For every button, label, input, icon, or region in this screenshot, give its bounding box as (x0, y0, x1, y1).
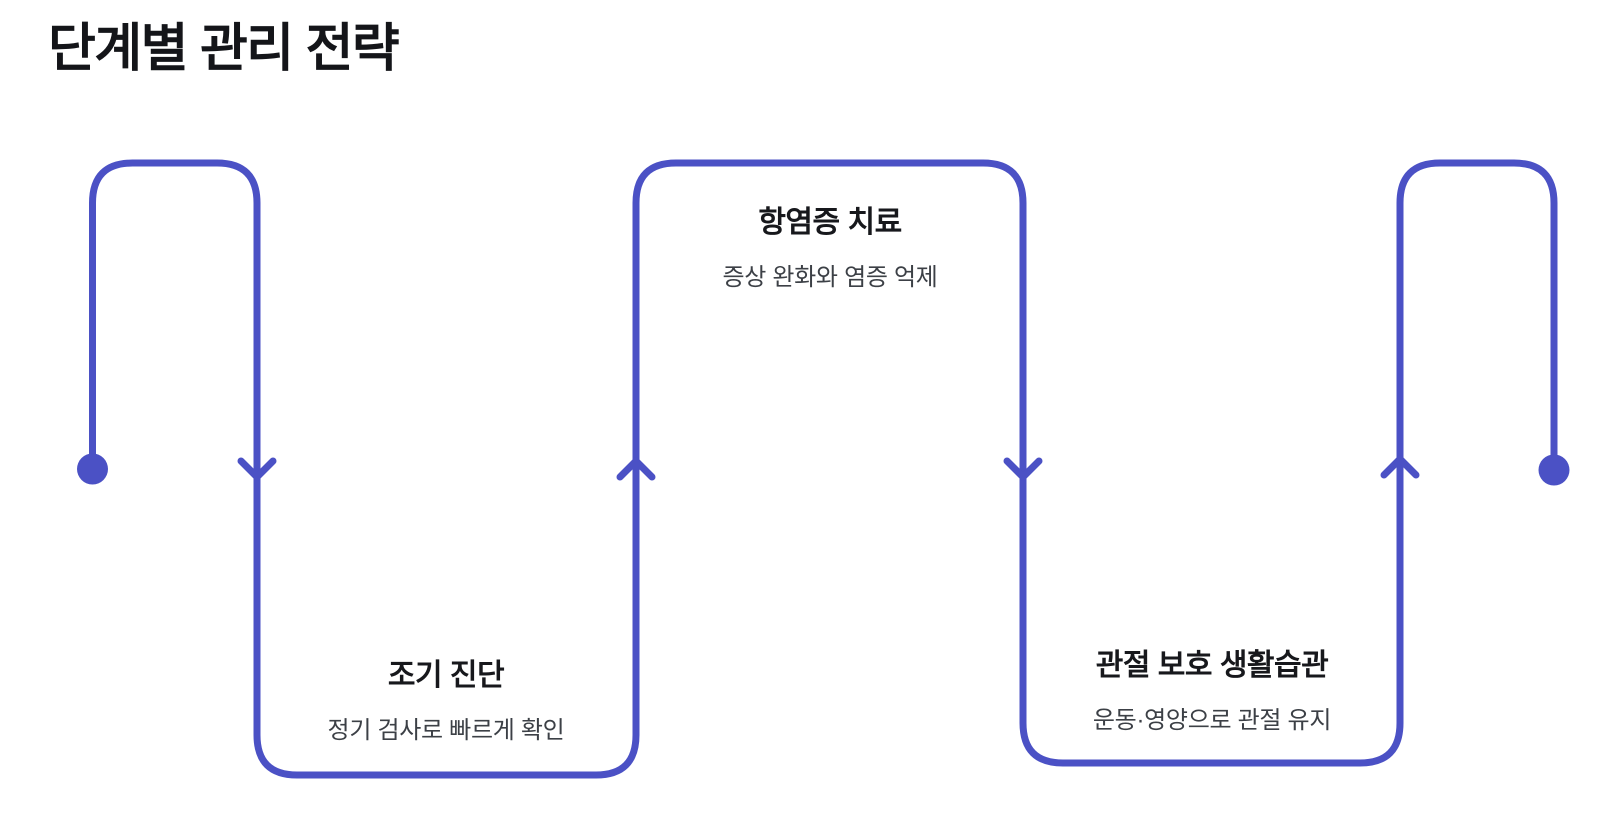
end-dot (1538, 454, 1570, 486)
start-dot (77, 453, 108, 485)
arrow-up-icon (1380, 455, 1420, 479)
flow-path-line (89, 159, 1558, 779)
arrow-down-icon (1003, 457, 1043, 481)
stage-joint-protection-lifestyle: 관절 보호 생활습관 운동·영양으로 관절 유지 (1092, 640, 1332, 735)
arrow-up-icon (616, 457, 656, 481)
stage-subtitle: 운동·영양으로 관절 유지 (1092, 707, 1332, 734)
stage-early-diagnosis: 조기 진단 정기 검사로 빠르게 확인 (328, 650, 565, 745)
stage-title: 관절 보호 생활습관 (1095, 649, 1329, 682)
stage-title: 항염증 치료 (758, 206, 902, 239)
stage-title: 조기 진단 (387, 659, 505, 692)
stage-subtitle: 정기 검사로 빠르게 확인 (327, 717, 565, 744)
page-title: 단계별 관리 전략 (48, 20, 400, 78)
arrow-down-icon (237, 457, 277, 481)
stage-subtitle: 증상 완화와 염증 억제 (722, 264, 938, 291)
stage-anti-inflammatory-treatment: 항염증 치료 증상 완화와 염증 억제 (722, 197, 937, 292)
